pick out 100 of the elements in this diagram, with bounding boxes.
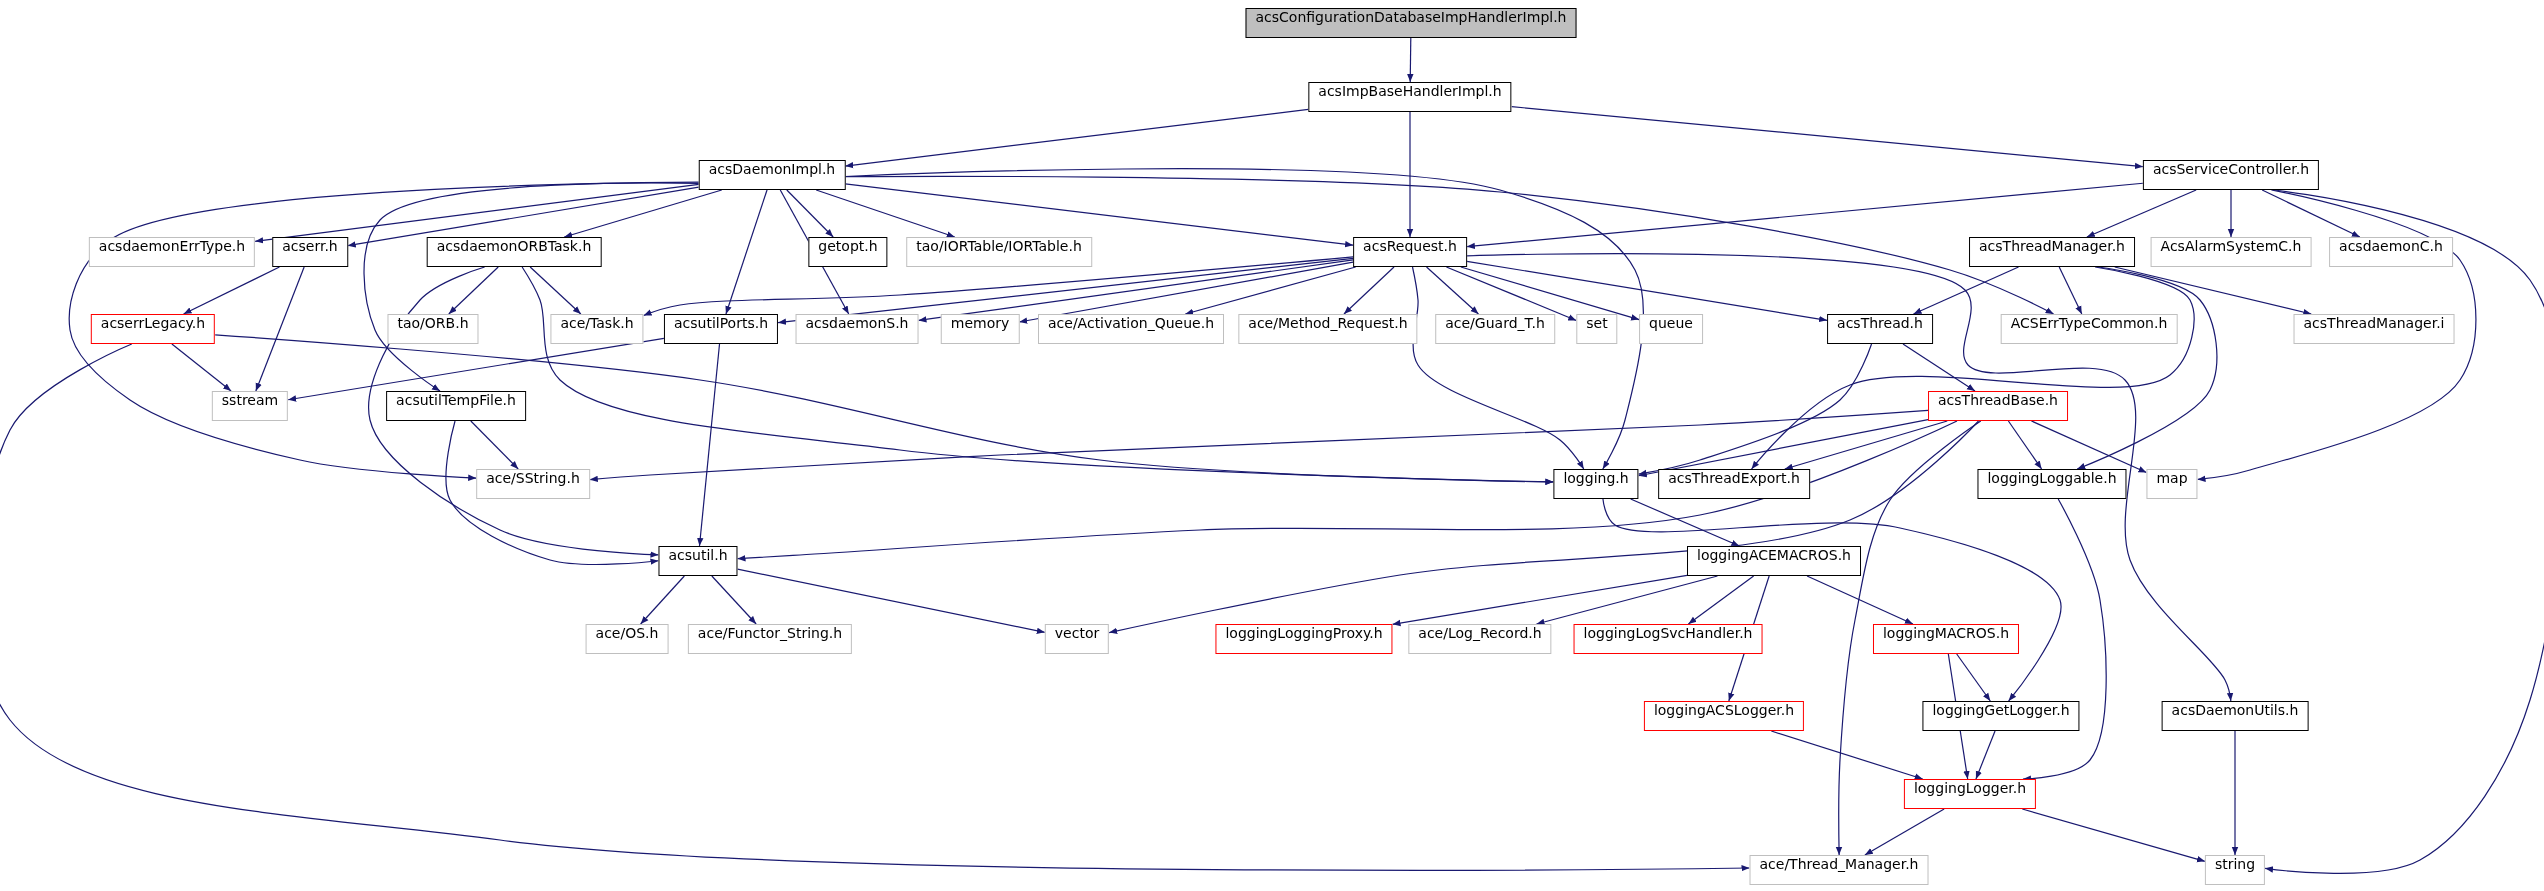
header-file-box: logging.h [1553,469,1639,499]
dependency-arrow [1975,730,1996,780]
header-file-box: ace/Guard_T.h [1435,314,1555,344]
dependency-arrow [844,108,1309,169]
dependency-arrow [2231,730,2239,856]
dependency-arrow [287,337,665,402]
header-file-box: acserr.h [272,237,348,267]
header-file-box: acsutil.h [658,546,738,576]
dependency-arrow [1425,266,1480,315]
header-file-box: ace/OS.h [585,624,669,654]
dependency-arrow [643,256,1354,317]
dependency-arrow [368,266,660,558]
header-file-box: map [2146,469,2198,499]
dependency-arrow [736,420,1958,562]
header-file-box: loggingLoggable.h [1977,469,2127,499]
dependency-arrow [786,189,834,238]
dependency-arrow [171,343,232,392]
dependency-arrow [1460,266,1640,321]
dependency-arrow [470,420,519,470]
dependency-arrow [2086,189,2197,238]
header-file-box: acsServiceController.h [2142,160,2320,190]
dependency-arrow [255,266,305,392]
header-file-box: set [1576,314,1618,344]
dependency-arrow [1411,266,1585,470]
dependency-arrow [1770,730,1924,780]
dependency-arrow [2261,189,2361,238]
dependency-arrow [697,343,721,547]
header-file-box: acsutilPorts.h [663,314,779,344]
dependency-arrow [1638,343,1873,476]
dependency-arrow [563,189,723,238]
header-file-box: loggingLoggingProxy.h [1215,624,1393,654]
header-file-box: acsThread.h [1827,314,1933,344]
header-file-box: acsThreadBase.h [1928,391,2068,421]
dependency-arrow [1630,498,1740,547]
dependency-arrow [2030,420,2148,474]
dependency-arrow [589,409,1929,483]
header-file-box: string [2204,855,2266,885]
dependency-arrow [1466,253,2234,702]
dependency-arrow [2114,266,2312,316]
dependency-arrow [1445,266,1577,322]
header-file-box: acsThreadManager.i [2293,314,2455,344]
dependency-arrow [917,259,1354,323]
header-file-box: acsConfigurationDatabaseImpHandlerImpl.h [1245,8,1577,38]
dependency-arrow [214,334,1554,485]
header-file-box: ace/Functor_String.h [687,624,853,654]
dependency-arrow [448,266,499,315]
header-file-box: acsImpBaseHandlerImpl.h [1308,82,1512,112]
header-file-box: vector [1044,624,1110,654]
dependency-arrow [445,420,660,566]
dependency-arrow [347,186,700,248]
dependency-arrow [1806,575,1914,625]
header-file-box: memory [940,314,1020,344]
header-file-box: loggingACSLogger.h [1643,701,1805,731]
dependency-arrow [844,183,1354,248]
header-file-box: acsDaemonUtils.h [2161,701,2309,731]
header-file-box: tao/IORTable/IORTable.h [906,237,1092,267]
dependency-arrow [1912,266,2020,315]
header-file-box: ace/Activation_Queue.h [1038,314,1224,344]
dependency-arrow [640,575,685,625]
header-file-box: loggingGetLogger.h [1922,701,2080,731]
dependency-arrow [2021,808,2206,863]
header-file-box: acsThreadExport.h [1658,469,1810,499]
dependency-arrow [2076,266,2218,470]
dependency-arrow [815,189,956,238]
dependency-arrow [1018,261,1354,324]
dependency-arrow [1466,260,1828,323]
header-file-box: AcsAlarmSystemC.h [2150,237,2312,267]
header-file-box: ace/SString.h [476,469,590,499]
dependency-arrow [1902,343,1976,392]
dependency-arrow [363,182,700,392]
dependency-arrow [736,568,1046,634]
header-file-box: acsThreadManager.h [1969,237,2135,267]
dependency-arrow [1466,182,2144,250]
dependency-arrow [68,181,700,481]
header-file-box: acsdaemonS.h [795,314,919,344]
dependency-arrow [1751,266,2195,470]
dependency-arrow [1687,575,1755,625]
header-file-box: loggingLogger.h [1903,779,2037,809]
dependency-arrow [2058,266,2083,315]
dependency-arrow [1343,266,1395,315]
dependency-arrow [1511,106,2144,170]
header-file-box: loggingACEMACROS.h [1687,546,1861,576]
header-file-box: loggingMACROS.h [1873,624,2019,654]
header-file-box: sstream [211,391,289,421]
dependency-arrow [1391,574,1688,627]
dependency-arrow [1535,575,1719,626]
dependency-arrow [1956,653,1991,702]
dependency-arrow [1407,37,1414,83]
header-file-box: loggingLogSvcHandler.h [1573,624,1763,654]
header-file-box: acsutilTempFile.h [386,391,526,421]
dependency-arrow [711,575,757,625]
dependency-arrow [183,266,281,315]
header-file-box: acsDaemonImpl.h [698,160,846,190]
dependency-arrow [1406,111,1414,238]
dependency-arrow [1184,266,1357,315]
dependency-arrow [254,183,700,244]
dependency-arrow [725,189,768,315]
dependency-arrow [2022,498,2107,782]
header-file-box: getopt.h [808,237,888,267]
header-file-box: queue [1639,314,1703,344]
